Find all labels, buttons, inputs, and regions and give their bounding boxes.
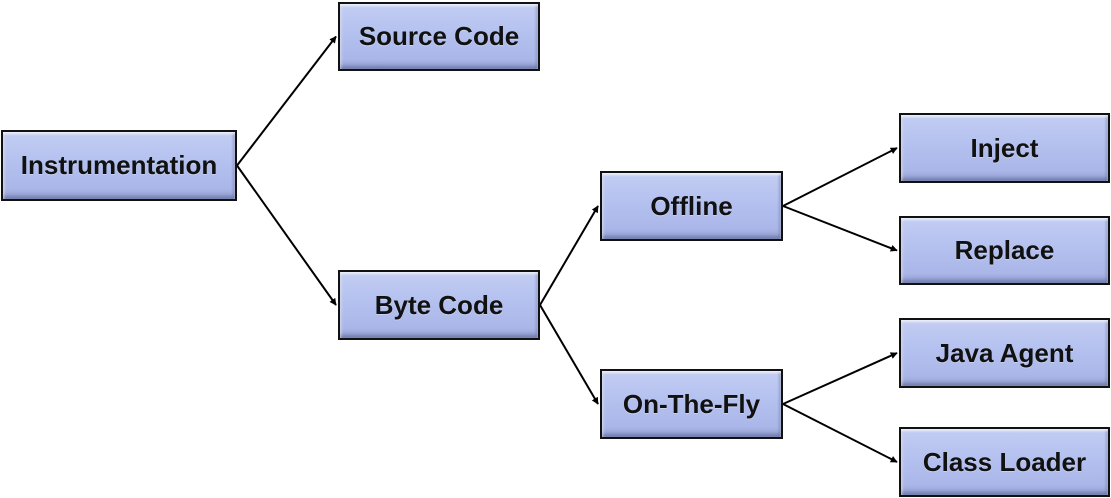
node-on-the-fly: On-The-Fly (600, 369, 783, 439)
edge-on-the-fly-to-class-loader (782, 403, 898, 463)
edge-offline-to-replace (782, 205, 898, 252)
node-source-code: Source Code (338, 2, 540, 71)
edge-on-the-fly-to-java-agent (782, 352, 898, 405)
edge-instrumentation-to-byte-code (236, 164, 337, 306)
node-replace: Replace (899, 216, 1110, 285)
edge-byte-code-to-on-the-fly (539, 304, 599, 405)
edge-byte-code-to-offline (539, 205, 599, 306)
node-java-agent: Java Agent (899, 318, 1110, 388)
node-class-loader: Class Loader (899, 427, 1110, 497)
node-byte-code: Byte Code (338, 270, 540, 340)
node-inject: Inject (899, 113, 1110, 183)
edge-offline-to-inject (782, 147, 898, 207)
node-instrumentation: Instrumentation (1, 130, 237, 201)
edge-instrumentation-to-source-code (236, 35, 337, 167)
node-offline: Offline (600, 171, 783, 241)
